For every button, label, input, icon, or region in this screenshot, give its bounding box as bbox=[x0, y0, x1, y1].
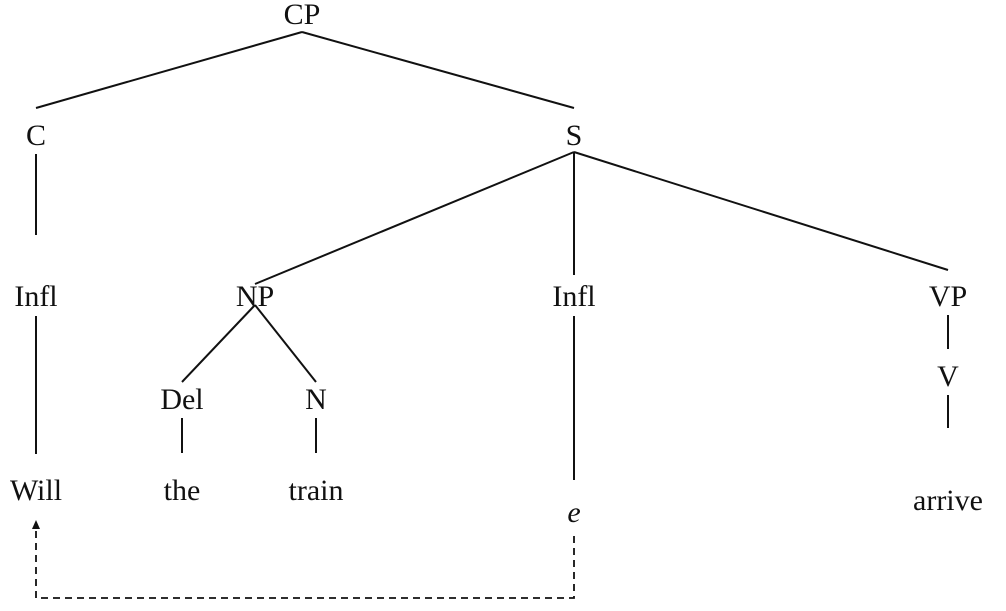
node-infl-c: Infl bbox=[14, 280, 57, 313]
node-the: the bbox=[164, 474, 201, 507]
movement-arrow bbox=[32, 520, 575, 599]
edge-cp-to-c bbox=[35, 31, 303, 109]
node-infl-s: Infl bbox=[552, 280, 595, 313]
tree-node-labels: CP C S Infl Will NP Del the N train Infl… bbox=[10, 0, 983, 529]
node-v: V bbox=[937, 360, 959, 393]
node-will: Will bbox=[10, 474, 62, 507]
node-n: N bbox=[305, 383, 327, 416]
node-vp: VP bbox=[929, 280, 967, 313]
edge-cp-to-s bbox=[301, 31, 575, 109]
movement-path bbox=[35, 528, 575, 599]
node-arrive: arrive bbox=[913, 484, 983, 517]
movement-arrowhead bbox=[32, 520, 40, 529]
node-del: Del bbox=[160, 383, 203, 416]
tree-edges bbox=[35, 31, 949, 480]
edge-s-to-np bbox=[254, 151, 575, 285]
node-np: NP bbox=[236, 280, 274, 313]
edge-s-to-vp bbox=[573, 151, 949, 271]
node-c: C bbox=[26, 119, 46, 152]
edge-np-to-del bbox=[181, 304, 256, 383]
node-cp: CP bbox=[284, 0, 321, 31]
node-trace: e bbox=[567, 496, 580, 529]
edge-np-to-n bbox=[254, 304, 317, 383]
node-s: S bbox=[566, 119, 583, 152]
node-train: train bbox=[289, 474, 344, 507]
